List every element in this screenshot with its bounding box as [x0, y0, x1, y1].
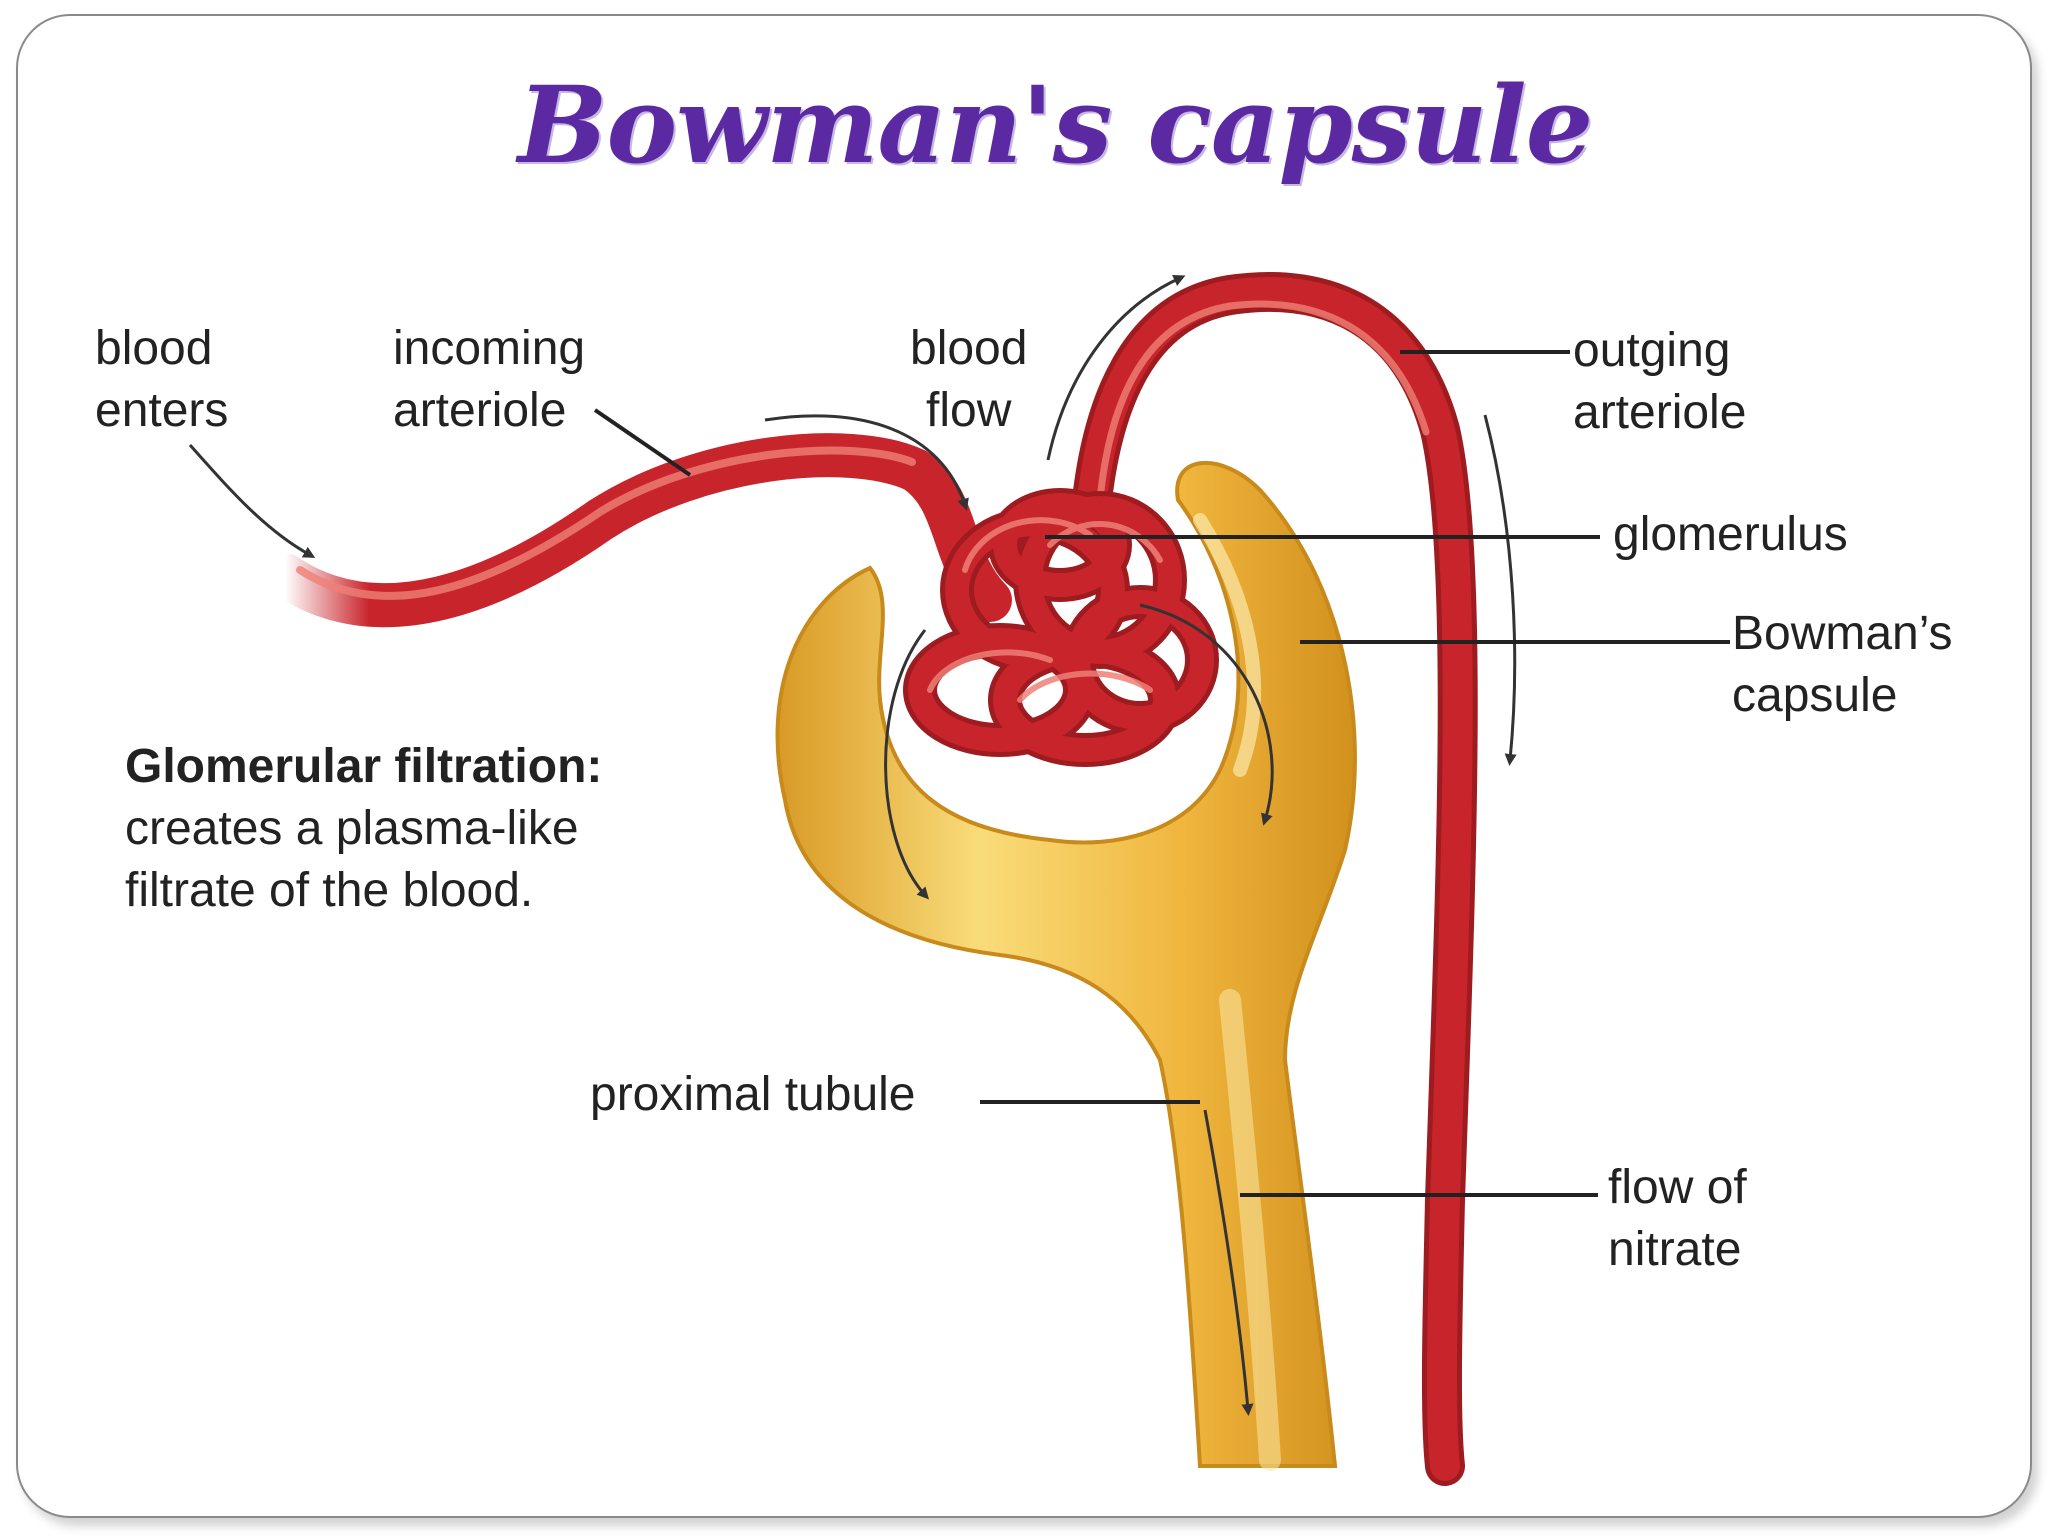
bowmans-capsule-shape [775, 460, 1357, 1471]
label-blood-enters: blood enters [95, 322, 229, 437]
label-glomerulus: glomerulus [1613, 508, 1848, 561]
note-line: filtrate of the blood. [125, 864, 534, 917]
outgoing-arteriole-vessel [1070, 272, 1478, 1486]
label-blood-flow: blood flow [910, 322, 1028, 437]
glomerular-filtration-note: Glomerular filtration: creates a plasma-… [125, 736, 602, 922]
glomerulus-coils [903, 488, 1219, 767]
note-line: creates a plasma-like [125, 802, 579, 855]
label-bowmans-capsule: Bowman’s capsule [1732, 607, 1953, 722]
flow-arrows [188, 275, 1517, 1416]
label-flow-of-nitrate: flow of nitrate [1608, 1161, 1747, 1276]
label-proximal-tubule: proximal tubule [590, 1068, 916, 1121]
label-outgoing-arteriole: outging arteriole [1573, 324, 1747, 439]
slide-frame [16, 14, 2032, 1518]
leader-lines [593, 350, 1730, 1197]
note-heading: Glomerular filtration: [125, 740, 603, 793]
page-title: Bowman's capsule [517, 62, 1593, 187]
label-incoming-arteriole: incoming arteriole [393, 322, 586, 437]
incoming-arteriole-vessel [263, 433, 1012, 628]
